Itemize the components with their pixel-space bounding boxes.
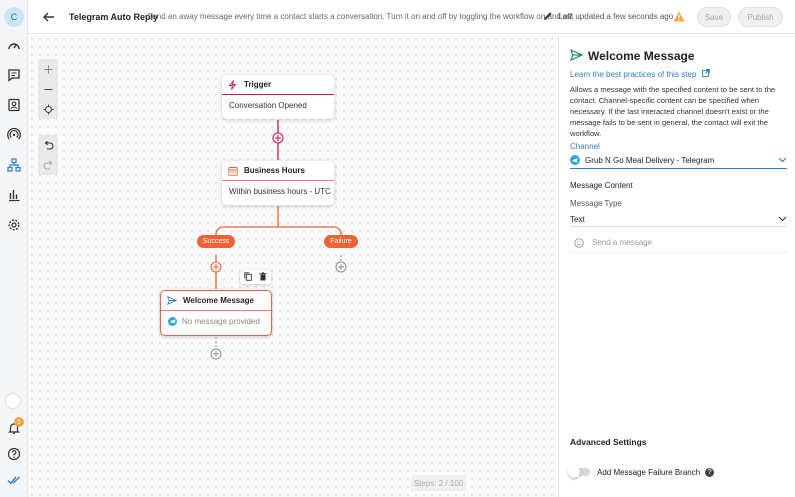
trigger-node-header: Trigger bbox=[222, 75, 334, 95]
status-toggle[interactable] bbox=[6, 394, 20, 408]
lightning-icon bbox=[228, 79, 238, 90]
message-type-value: Text bbox=[570, 214, 585, 224]
undo-icon[interactable] bbox=[38, 135, 58, 155]
business-hours-node-header: Business Hours bbox=[222, 161, 334, 181]
send-icon bbox=[167, 296, 177, 306]
redo-icon[interactable] bbox=[38, 155, 58, 175]
zoom-controls bbox=[38, 59, 58, 119]
workflow-header: Telegram Auto Reply Send an away message… bbox=[28, 0, 795, 34]
message-type-select[interactable]: Text bbox=[570, 212, 787, 227]
notification-badge: 1 bbox=[14, 417, 24, 427]
recenter-icon[interactable] bbox=[38, 99, 58, 119]
dashboard-icon[interactable] bbox=[5, 37, 23, 55]
business-hours-node-body: Within business hours - UTC bbox=[229, 186, 331, 196]
workflows-icon[interactable] bbox=[5, 156, 23, 174]
welcome-message-node-title: Welcome Message bbox=[183, 296, 254, 305]
panel-title: Welcome Message bbox=[588, 49, 695, 63]
copy-icon[interactable] bbox=[244, 271, 252, 283]
warning-icon[interactable] bbox=[673, 11, 685, 22]
steps-counter: Steps: 2 / 100 bbox=[411, 475, 466, 491]
message-input[interactable]: Send a message bbox=[570, 233, 787, 253]
connector-lines bbox=[210, 120, 347, 360]
workflow-description: Send an away message every time a contac… bbox=[147, 12, 575, 21]
contacts-icon[interactable] bbox=[5, 96, 23, 114]
advanced-settings-label: Advanced Settings bbox=[570, 437, 647, 447]
calendar-icon bbox=[228, 166, 238, 176]
history-controls bbox=[38, 135, 58, 175]
last-updated-text: Last updated a few seconds ago bbox=[558, 12, 674, 21]
business-hours-node-title: Business Hours bbox=[244, 166, 305, 175]
best-practices-link[interactable]: Learn the best practices of this step bbox=[570, 69, 710, 79]
welcome-message-node-body: No message provided bbox=[161, 311, 271, 331]
business-hours-node[interactable]: Business Hours Within business hours - U… bbox=[222, 161, 334, 205]
trigger-node[interactable]: Trigger Conversation Opened bbox=[222, 75, 334, 119]
workflow-title[interactable]: Telegram Auto Reply bbox=[69, 12, 159, 22]
left-sidebar: C 1 bbox=[0, 0, 28, 497]
message-input-placeholder: Send a message bbox=[592, 238, 653, 247]
avatar[interactable]: C bbox=[4, 7, 24, 27]
trigger-node-title: Trigger bbox=[244, 80, 272, 89]
chevron-down-icon[interactable] bbox=[778, 215, 787, 224]
failure-branch-label: Add Message Failure Branch bbox=[597, 467, 701, 477]
message-type-label: Message Type bbox=[570, 199, 622, 208]
conversations-icon[interactable] bbox=[5, 66, 23, 84]
zoom-out-icon[interactable] bbox=[38, 79, 58, 99]
trigger-node-body: Conversation Opened bbox=[229, 100, 307, 110]
pencil-icon[interactable] bbox=[543, 11, 553, 21]
node-toolbar bbox=[240, 270, 271, 284]
save-button[interactable]: Save bbox=[697, 7, 731, 27]
best-practices-link-text[interactable]: Learn the best practices of this step bbox=[570, 70, 697, 79]
double-check-icon[interactable] bbox=[5, 471, 23, 489]
telegram-icon bbox=[168, 316, 177, 326]
telegram-icon bbox=[570, 155, 580, 165]
chevron-down-icon[interactable] bbox=[778, 155, 787, 165]
help-icon[interactable] bbox=[5, 445, 23, 463]
help-icon[interactable]: ? bbox=[705, 467, 715, 477]
panel-description: Allows a message with the specified cont… bbox=[570, 85, 776, 138]
failure-branch-label[interactable]: Failure bbox=[324, 235, 358, 248]
zoom-in-icon[interactable] bbox=[38, 59, 58, 79]
channel-select[interactable]: Grub N Go Meal Delivery - Telegram bbox=[570, 152, 787, 169]
message-content-label: Message Content bbox=[570, 181, 633, 190]
welcome-message-node-body-text: No message provided bbox=[182, 316, 260, 326]
welcome-message-node-header: Welcome Message bbox=[161, 291, 271, 311]
back-arrow-icon[interactable] bbox=[41, 9, 57, 25]
failure-branch-row: Add Message Failure Branch ? bbox=[568, 465, 715, 479]
success-branch-label[interactable]: Success bbox=[197, 235, 235, 248]
send-icon bbox=[569, 48, 584, 62]
broadcasts-icon[interactable] bbox=[5, 125, 23, 143]
reports-icon[interactable] bbox=[5, 186, 23, 204]
settings-icon[interactable] bbox=[5, 216, 23, 234]
external-link-icon[interactable] bbox=[701, 69, 710, 79]
emoji-icon[interactable] bbox=[574, 237, 584, 248]
trash-icon[interactable] bbox=[259, 271, 267, 283]
welcome-message-node[interactable]: Welcome Message No message provided bbox=[160, 290, 272, 336]
step-settings-panel: Welcome Message Learn the best practices… bbox=[558, 35, 795, 497]
failure-branch-toggle[interactable] bbox=[568, 466, 590, 478]
channel-label: Channel bbox=[570, 142, 600, 151]
workflow-canvas[interactable]: Trigger Conversation Opened Business Hou… bbox=[28, 35, 558, 497]
publish-button[interactable]: Publish bbox=[738, 7, 783, 27]
channel-select-value: Grub N Go Meal Delivery - Telegram bbox=[585, 155, 715, 165]
